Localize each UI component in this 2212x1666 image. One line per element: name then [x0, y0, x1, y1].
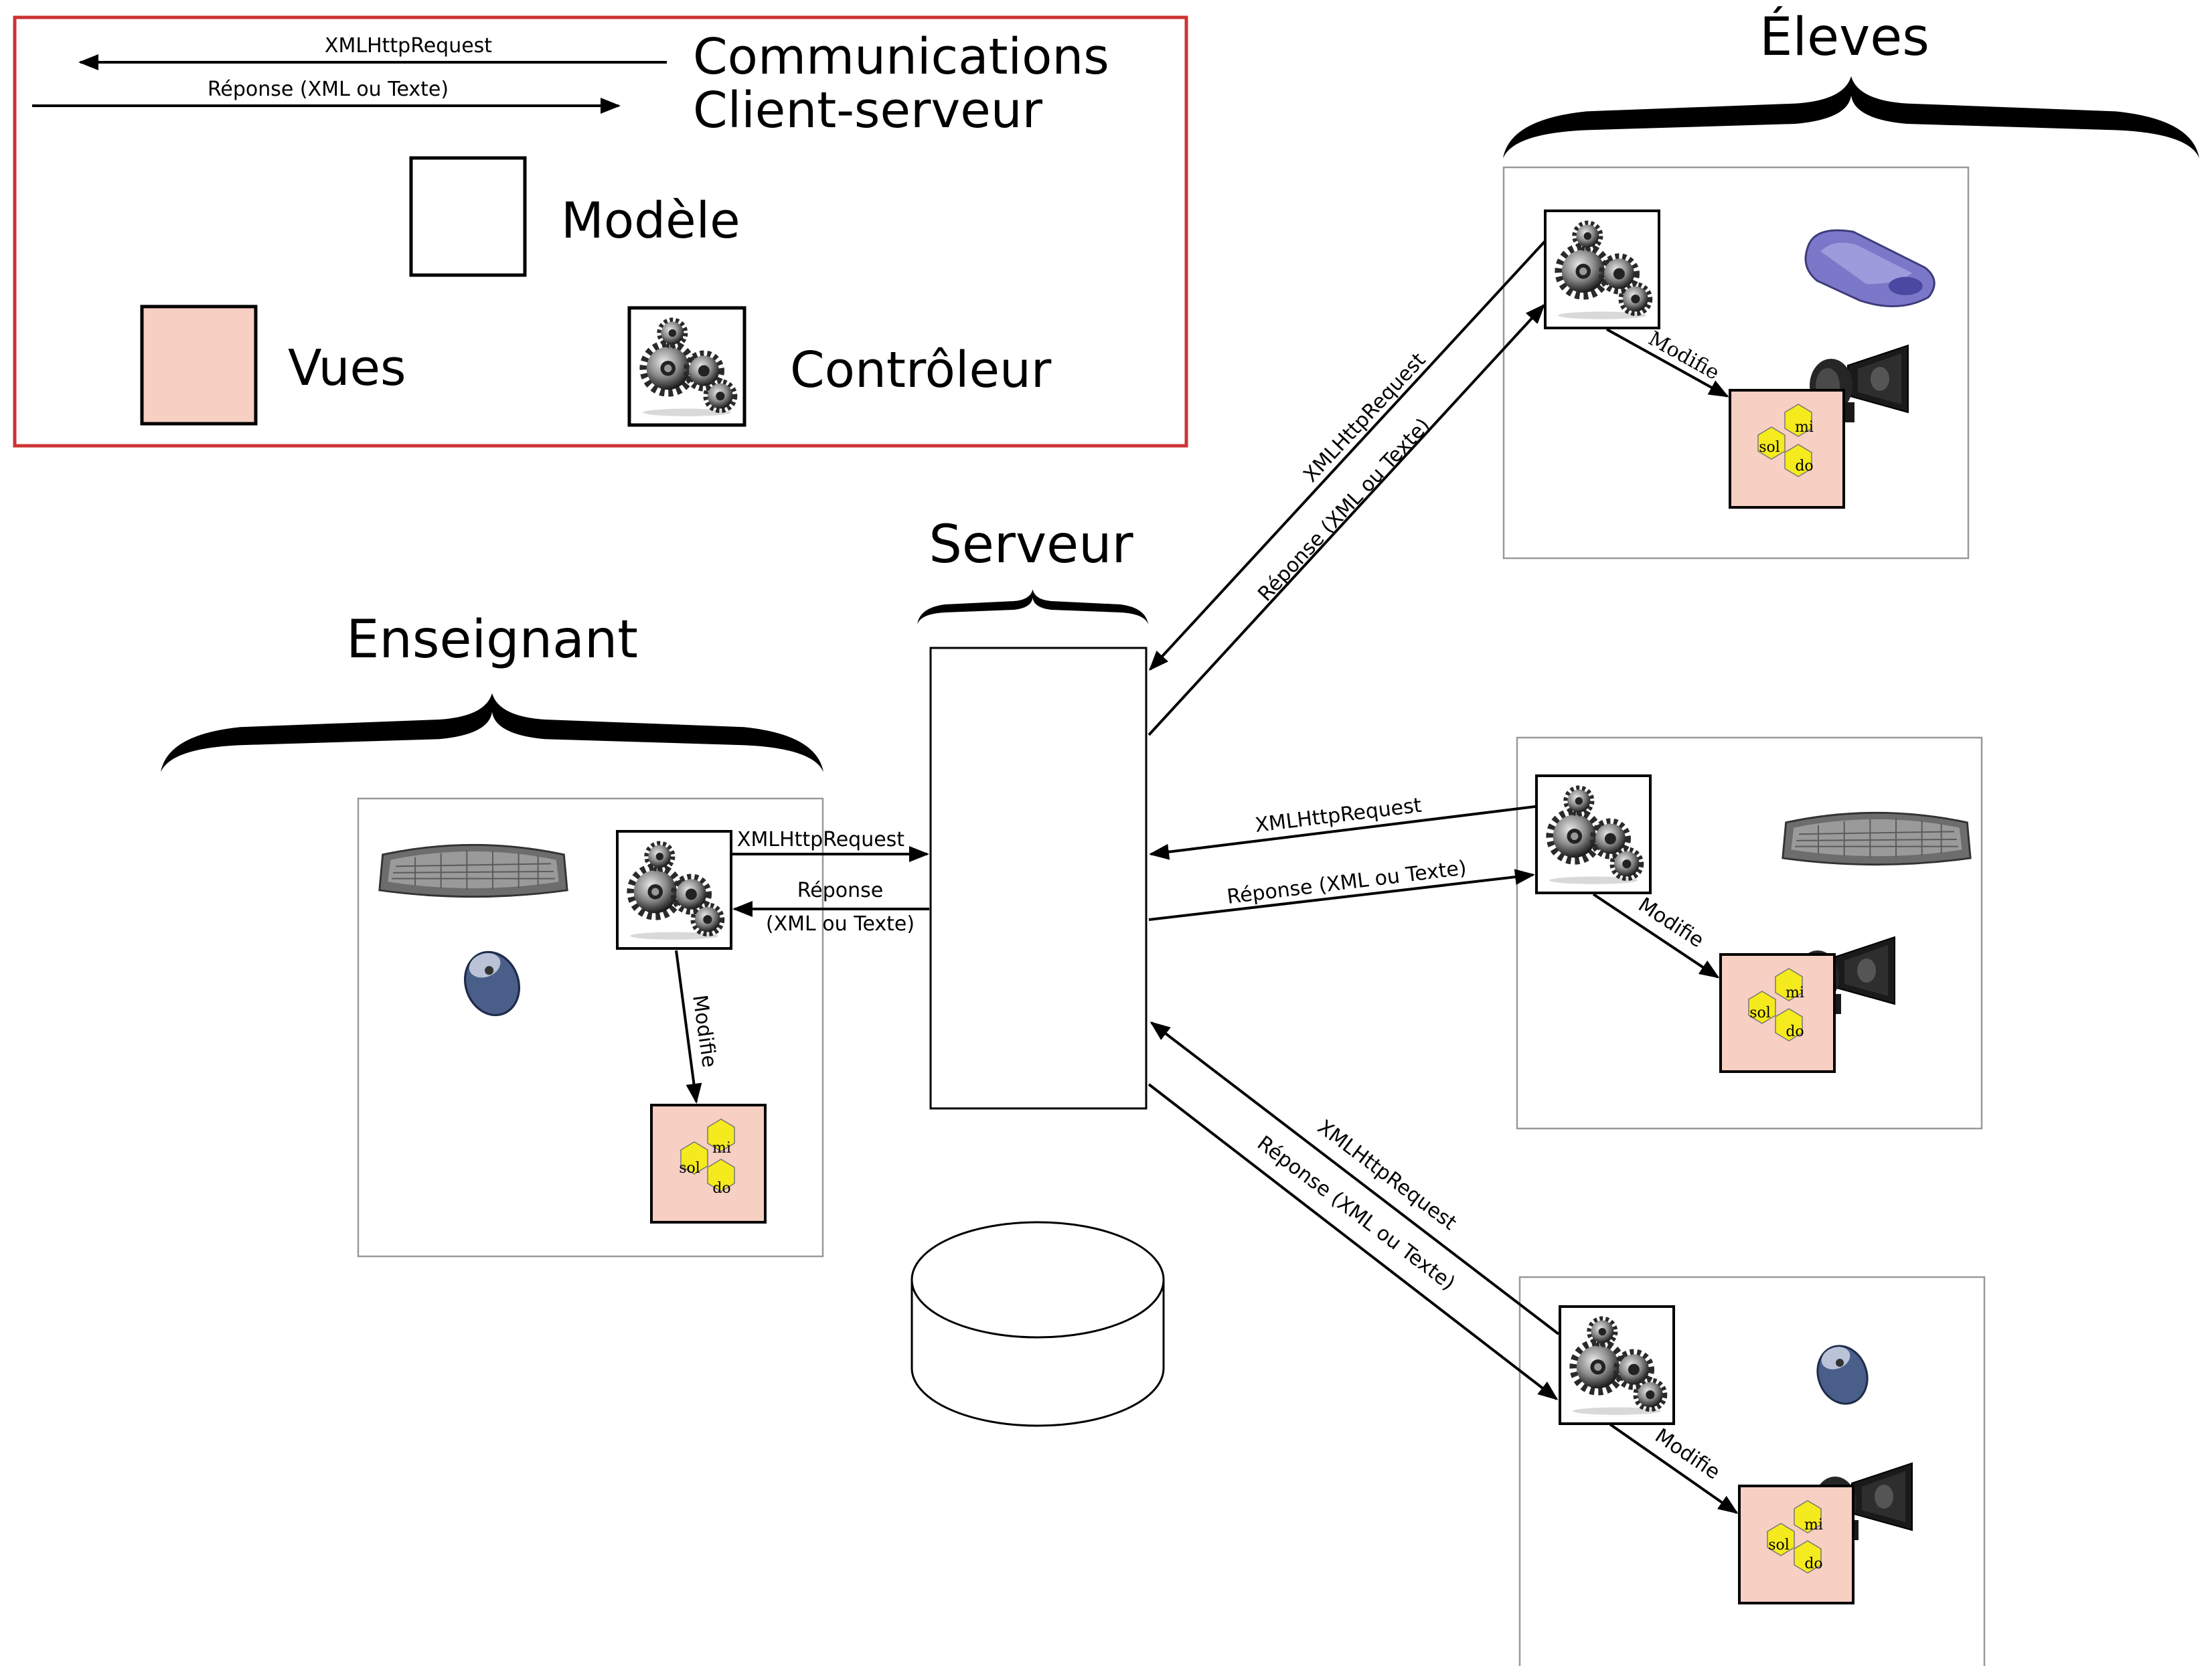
- note-sol: sol: [1768, 1537, 1790, 1554]
- student3-response-arrow: [1148, 1083, 1559, 1400]
- teacher-response-line2: (XML ou Texte): [766, 912, 915, 936]
- database-icon: [911, 1221, 1165, 1427]
- student3-view-box: [1738, 1485, 1854, 1604]
- teacher-modifies-arrow: [675, 950, 702, 1104]
- student3-request-label: XMLHttpRequest: [1313, 1115, 1461, 1235]
- keyboard-icon: [1782, 811, 1972, 866]
- student2-client: mi sol do Modifie XMLHttpRequest Réponse…: [1148, 736, 1983, 1130]
- legend-views-swatch: [140, 305, 258, 426]
- teacher-response-line1: Réponse: [797, 879, 883, 902]
- students-header: Éleves: [1759, 6, 1929, 68]
- keyboard-icon: [378, 843, 568, 898]
- note-sol: sol: [679, 1160, 700, 1177]
- brace-icon: [1503, 76, 2199, 159]
- note-sol: sol: [1759, 439, 1780, 456]
- note-do: do: [712, 1180, 730, 1197]
- student3-modifies-arrow: [1609, 1423, 1739, 1514]
- legend-controller-label: Contrôleur: [790, 341, 1052, 399]
- legend-response-label: Réponse (XML ou Texte): [208, 78, 449, 101]
- legend-views-label: Vues: [288, 339, 406, 397]
- legend-model-label: Modèle: [561, 192, 740, 250]
- student2-modifies-arrow: [1592, 893, 1720, 979]
- note-do: do: [1804, 1556, 1822, 1572]
- teacher-request-label: XMLHttpRequest: [737, 828, 904, 851]
- student1-request-arrow: [1148, 240, 1547, 671]
- brace-icon: [161, 693, 823, 772]
- note-sol: sol: [1749, 1005, 1771, 1021]
- teacher-view-box: [650, 1104, 767, 1224]
- student1-modifies-arrow: [1606, 328, 1729, 398]
- note-do: do: [1786, 1023, 1804, 1040]
- server-header: Serveur: [929, 515, 1133, 575]
- legend-request-label: XMLHttpRequest: [325, 34, 492, 58]
- note-do: do: [1795, 458, 1813, 475]
- brace-icon: [917, 589, 1148, 624]
- student2-response-label: Réponse (XML ou Texte): [1226, 856, 1468, 909]
- student1-request-label: XMLHttpRequest: [1299, 348, 1430, 487]
- student1-response-arrow: [1148, 303, 1546, 736]
- student2-response-arrow: [1148, 869, 1535, 921]
- legend-communications-line2: Client-serveur: [693, 82, 1043, 139]
- student2-request-arrow: [1149, 805, 1536, 860]
- student2-view-box: [1719, 953, 1836, 1073]
- legend: XMLHttpRequest Réponse (XML ou Texte) Co…: [13, 15, 1188, 448]
- student1-view-box: [1729, 389, 1845, 509]
- note-mi: mi: [1795, 419, 1814, 436]
- legend-model-swatch: [409, 156, 527, 277]
- note-mi: mi: [712, 1140, 731, 1157]
- student1-client: mi sol do Modifie XMLHttpRequest Réponse…: [1148, 166, 1970, 736]
- note-mi: mi: [1804, 1517, 1823, 1533]
- note-mi: mi: [1786, 985, 1804, 1001]
- teacher-client: mi sol do Modifie XMLHttpRequest Réponse…: [357, 797, 929, 1258]
- legend-communications-line1: Communications: [693, 28, 1109, 86]
- server-box: [929, 647, 1148, 1110]
- teacher-header: Enseignant: [346, 610, 638, 670]
- student3-request-arrow: [1150, 1021, 1560, 1335]
